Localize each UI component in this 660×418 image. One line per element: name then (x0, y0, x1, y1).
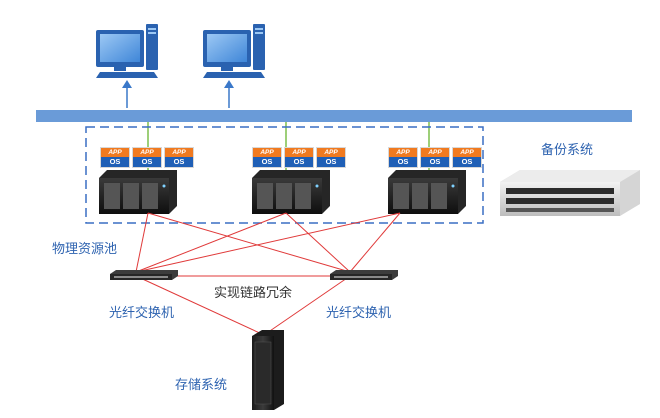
uplink-arrows (122, 80, 234, 108)
app-label: APP (165, 148, 193, 157)
app-os-chip: APP OS (164, 147, 194, 168)
app-os-chip: APP OS (284, 147, 314, 168)
os-label: OS (317, 157, 345, 167)
app-label: APP (389, 148, 417, 157)
app-os-chip: APP OS (316, 147, 346, 168)
resource-pool-boundary (85, 126, 484, 224)
app-os-chip: APP OS (452, 147, 482, 168)
desktop-computer-icon (203, 24, 265, 78)
os-label: OS (133, 157, 161, 167)
app-label: APP (253, 148, 281, 157)
backup-server-icon (500, 170, 640, 216)
app-os-chip: APP OS (252, 147, 282, 168)
storage-cabinet-icon (252, 330, 284, 410)
link-redundancy-label: 实现链路冗余 (214, 286, 293, 301)
app-os-chip: APP OS (420, 147, 450, 168)
fibre-switch-icon (330, 270, 398, 280)
switch-left-label: 光纤交换机 (109, 306, 175, 321)
app-label: APP (421, 148, 449, 157)
network-bar (36, 110, 632, 122)
os-label: OS (101, 157, 129, 167)
rack-server-icon (99, 170, 177, 214)
os-label: OS (253, 157, 281, 167)
switch-right-label: 光纤交换机 (326, 306, 392, 321)
app-os-chip: APP OS (132, 147, 162, 168)
os-label: OS (285, 157, 313, 167)
app-label: APP (453, 148, 481, 157)
app-os-chip: APP OS (388, 147, 418, 168)
desktop-computer-icon (96, 24, 158, 78)
app-os-chip: APP OS (100, 147, 130, 168)
os-label: OS (453, 157, 481, 167)
app-label: APP (101, 148, 129, 157)
rack-server-icon (252, 170, 330, 214)
app-label: APP (317, 148, 345, 157)
resource-pool-label: 物理资源池 (52, 242, 118, 257)
rack-server-icon (388, 170, 466, 214)
app-label: APP (133, 148, 161, 157)
os-label: OS (165, 157, 193, 167)
fibre-switch-icon (110, 270, 178, 280)
backup-system-label: 备份系统 (541, 143, 594, 158)
storage-system-label: 存储系统 (175, 378, 228, 393)
app-label: APP (285, 148, 313, 157)
os-label: OS (389, 157, 417, 167)
os-label: OS (421, 157, 449, 167)
